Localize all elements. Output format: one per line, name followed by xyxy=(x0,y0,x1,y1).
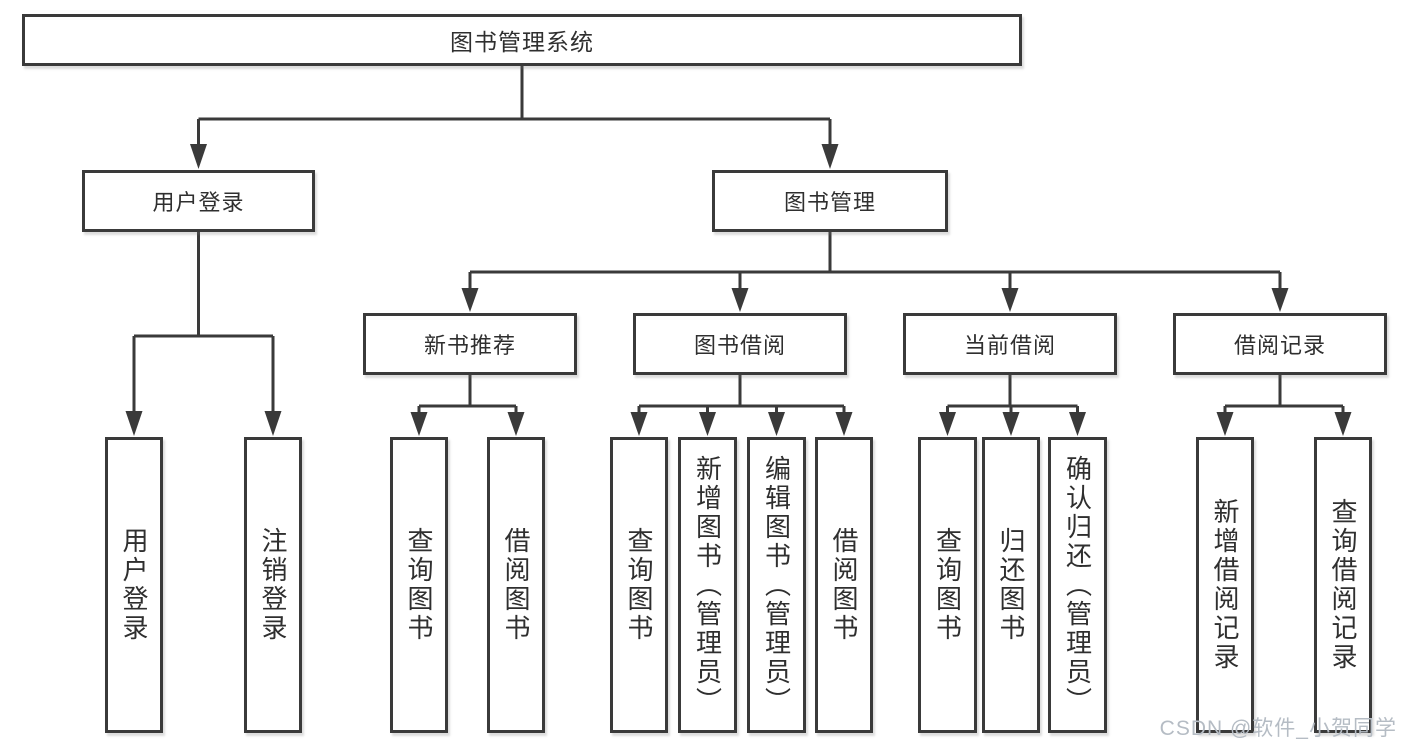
node-book-management: 图书管理 xyxy=(712,170,948,232)
leaf-borrow-books: 借阅图书 xyxy=(815,437,873,733)
leaf-add-borrow-record: 新增借阅记录 xyxy=(1196,437,1254,733)
node-current-borrow: 当前借阅 xyxy=(903,313,1117,375)
leaf-logout: 注销登录 xyxy=(244,437,302,733)
connector-paths xyxy=(132,66,1345,415)
node-label: 借阅图书 xyxy=(829,527,859,643)
leaf-user-login: 用户登录 xyxy=(105,437,163,733)
leaf-return-books: 归还图书 xyxy=(982,437,1040,733)
node-label: 查询图书 xyxy=(932,527,963,643)
node-label: 查询图书 xyxy=(404,527,434,643)
node-borrow-records: 借阅记录 xyxy=(1173,313,1387,375)
leaf-borrow-books-recommend: 借阅图书 xyxy=(487,437,545,733)
node-book-borrow: 图书借阅 xyxy=(633,313,847,375)
leaf-query-borrow-record: 查询借阅记录 xyxy=(1314,437,1372,733)
node-label: 归还图书 xyxy=(996,527,1026,643)
leaf-query-books-current: 查询图书 xyxy=(918,437,977,733)
node-label: 新增借阅记录 xyxy=(1210,498,1240,672)
node-label: 图书管理 xyxy=(783,190,876,215)
connector-arrowheads xyxy=(125,144,1352,436)
node-label: 新书推荐 xyxy=(423,333,516,358)
node-label: 查询借阅记录 xyxy=(1328,498,1358,672)
node-label: 借阅记录 xyxy=(1233,333,1326,358)
leaf-add-book-admin: 新增图书（管理员） xyxy=(678,437,737,733)
node-label: 借阅图书 xyxy=(501,527,531,643)
node-label: 确认归还（管理员） xyxy=(1062,454,1093,716)
node-label: 图书管理系统 xyxy=(450,29,594,55)
node-label: 用户登录 xyxy=(119,527,149,643)
csdn-watermark: CSDN @软件_小贺同学 xyxy=(1159,717,1397,740)
leaf-confirm-return-admin: 确认归还（管理员） xyxy=(1048,437,1107,733)
node-label: 当前借阅 xyxy=(963,333,1056,358)
node-label: 新增图书（管理员） xyxy=(692,454,723,716)
node-label: 注销登录 xyxy=(258,527,288,643)
node-label: 图书借阅 xyxy=(693,333,786,358)
leaf-query-books-recommend: 查询图书 xyxy=(390,437,448,733)
leaf-query-books-borrow: 查询图书 xyxy=(610,437,668,733)
node-label: 用户登录 xyxy=(152,190,245,215)
node-label: 编辑图书（管理员） xyxy=(761,454,792,716)
node-user-login: 用户登录 xyxy=(82,170,315,232)
node-system-root: 图书管理系统 xyxy=(22,14,1022,66)
node-label: 查询图书 xyxy=(624,527,654,643)
leaf-edit-book-admin: 编辑图书（管理员） xyxy=(747,437,806,733)
node-new-book-recommend: 新书推荐 xyxy=(363,313,577,375)
